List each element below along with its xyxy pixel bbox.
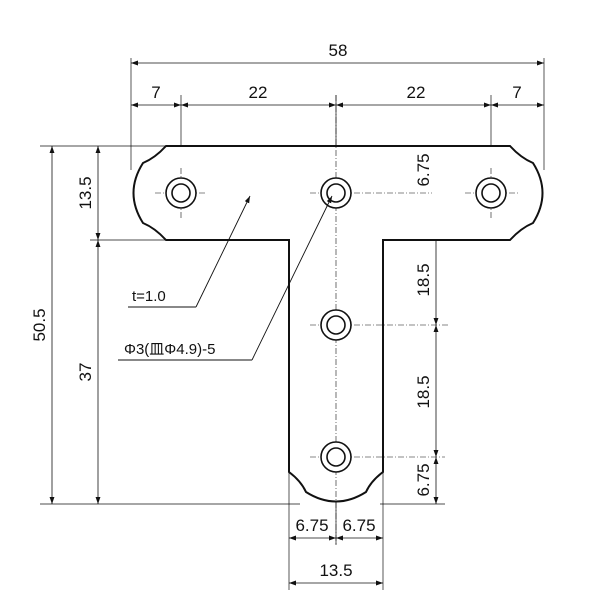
note-thickness: t=1.0 [132,288,166,305]
bottom-dimension-lines [289,535,383,586]
dim-stem-half-right: 6.75 [342,516,375,535]
dim-edge-right: 7 [512,83,521,102]
dim-span-right: 22 [407,83,426,102]
hole-top-right [475,177,507,209]
dim-edge-left: 7 [151,83,160,102]
dim-bottom-hole-offset: 6.75 [414,463,433,496]
note-leaders [118,195,333,361]
hole-top-left [165,177,197,209]
hole-top-center [320,177,352,209]
hole-stem-bottom [320,441,352,473]
top-dimension-lines [131,60,544,108]
hole-stem-middle [320,309,352,341]
dim-overall-width: 58 [329,41,348,60]
left-dimension-lines [49,146,101,504]
left-extension-lines [40,145,300,505]
dim-stem-half-left: 6.75 [295,516,328,535]
dim-top-bar-height: 13.5 [76,176,95,209]
dim-stem-span-upper: 18.5 [414,263,433,296]
note-hole-spec: Φ3(皿Φ4.9)-5 [124,341,215,358]
dim-stem-width: 13.5 [319,561,352,580]
dim-overall-height: 50.5 [30,308,49,341]
dim-top-hole-offset: 6.75 [414,153,433,186]
dim-span-left: 22 [249,83,268,102]
dim-stem-span-lower: 18.5 [414,375,433,408]
dim-stem-height: 37 [76,363,95,382]
